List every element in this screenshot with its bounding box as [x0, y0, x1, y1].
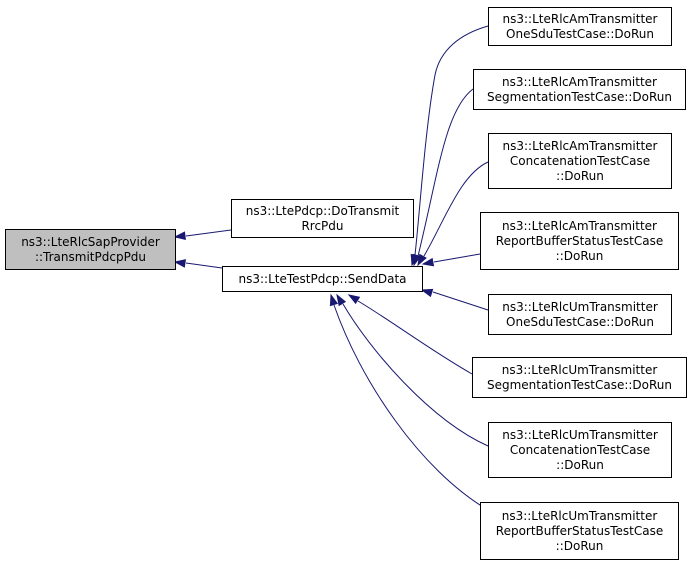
edge-um_rep-to-send — [329, 293, 489, 511]
node-um-seg[interactable]: ns3::LteRlcUmTransmitterSegmentationTest… — [472, 357, 687, 398]
node-am-seg[interactable]: ns3::LteRlcAmTransmitterSegmentationTest… — [473, 69, 686, 110]
edge-am_rep-to-send — [421, 253, 481, 267]
edge-rrc-to-root — [173, 229, 232, 241]
node-label-line: ns3::LteRlcAmTransmitter — [503, 12, 658, 26]
node-box — [473, 69, 686, 110]
arrowhead-icon — [173, 259, 186, 268]
node-label-line: ::DoRun — [556, 458, 604, 472]
edge-um_cat-to-send — [336, 293, 489, 447]
node-label-line: ns3::LteRlcSapProvider — [21, 235, 160, 249]
edge-um_one-to-send — [420, 288, 489, 311]
node-label-line: OneSduTestCase::DoRun — [506, 315, 654, 329]
edge-line — [342, 303, 489, 447]
node-root[interactable]: ns3::LteRlcSapProvider::TransmitPdcpPdu — [5, 229, 176, 270]
node-um-rep[interactable]: ns3::LteRlcUmTransmitterReportBufferStat… — [480, 502, 679, 560]
node-am-rep[interactable]: ns3::LteRlcAmTransmitterReportBufferStat… — [480, 212, 679, 270]
edge-line — [432, 291, 489, 311]
arrowhead-icon — [420, 288, 434, 298]
node-label-line: ReportBufferStatusTestCase — [496, 234, 663, 248]
node-label-line: ns3::LteRlcAmTransmitter — [502, 219, 657, 233]
node-label-line: ::DoRun — [556, 539, 604, 553]
arrowhead-icon — [329, 293, 339, 307]
node-um-cat[interactable]: ns3::LteRlcUmTransmitterConcatenationTes… — [488, 422, 672, 478]
edge-line — [423, 161, 489, 257]
node-box — [488, 133, 672, 189]
arrowhead-icon — [421, 257, 435, 267]
node-box — [472, 357, 687, 398]
node-box — [480, 212, 679, 270]
edge-line — [357, 300, 473, 375]
node-label-line: OneSduTestCase::DoRun — [506, 27, 654, 41]
node-am-cat[interactable]: ns3::LteRlcAmTransmitterConcatenationTes… — [488, 133, 672, 189]
node-box — [488, 7, 672, 46]
edge-line — [185, 229, 232, 237]
arrowhead-icon — [336, 293, 347, 307]
node-label-line: RrcPdu — [301, 219, 343, 233]
node-label-line: ns3::LteRlcUmTransmitter — [502, 509, 658, 523]
edge-line — [433, 253, 481, 263]
node-box — [231, 199, 414, 238]
node-box — [5, 229, 176, 270]
edge-line — [333, 304, 489, 511]
node-box — [222, 266, 423, 292]
edges-layer — [173, 25, 489, 511]
edge-am_seg-to-send — [412, 88, 474, 267]
node-label-line: ReportBufferStatusTestCase — [496, 524, 663, 538]
edge-send-to-root — [173, 259, 223, 269]
node-label-line: ::DoRun — [556, 169, 604, 183]
node-label-line: ns3::LteRlcUmTransmitter — [502, 363, 658, 377]
node-label-line: ns3::LtePdcp::DoTransmit — [246, 204, 400, 218]
node-send[interactable]: ns3::LteTestPdcp::SendData — [222, 266, 423, 292]
arrowhead-icon — [412, 253, 422, 267]
edge-um_seg-to-send — [347, 294, 473, 375]
node-box — [488, 422, 672, 478]
node-box — [488, 294, 672, 335]
node-label-line: ns3::LteRlcAmTransmitter — [502, 75, 657, 89]
node-um-one[interactable]: ns3::LteRlcUmTransmitterOneSduTestCase::… — [488, 294, 672, 335]
edge-line — [185, 262, 223, 269]
arrowhead-icon — [347, 294, 361, 305]
node-label-line: ns3::LteRlcUmTransmitter — [502, 300, 658, 314]
node-label-line: ConcatenationTestCase — [510, 443, 650, 457]
node-box — [480, 502, 679, 560]
node-label-line: ::TransmitPdcpPdu — [35, 250, 146, 264]
node-label-line: ns3::LteRlcUmTransmitter — [502, 428, 658, 442]
node-label-line: ::DoRun — [556, 249, 604, 263]
node-label-line: SegmentationTestCase::DoRun — [487, 378, 672, 392]
edge-line — [417, 88, 474, 257]
edge-am_one-to-send — [410, 25, 489, 267]
node-label-line: SegmentationTestCase::DoRun — [487, 90, 672, 104]
edge-am_cat-to-send — [417, 161, 489, 267]
node-am-one[interactable]: ns3::LteRlcAmTransmitterOneSduTestCase::… — [488, 7, 672, 46]
node-label-line: ns3::LteRlcAmTransmitter — [503, 139, 658, 153]
node-label-line: ConcatenationTestCase — [510, 154, 650, 168]
arrowhead-icon — [417, 253, 427, 267]
arrowhead-icon — [173, 231, 186, 241]
edge-line — [414, 25, 489, 256]
node-label-line: ns3::LteTestPdcp::SendData — [238, 272, 406, 286]
nodes-layer: ns3::LteRlcSapProvider::TransmitPdcpPdun… — [5, 7, 687, 560]
